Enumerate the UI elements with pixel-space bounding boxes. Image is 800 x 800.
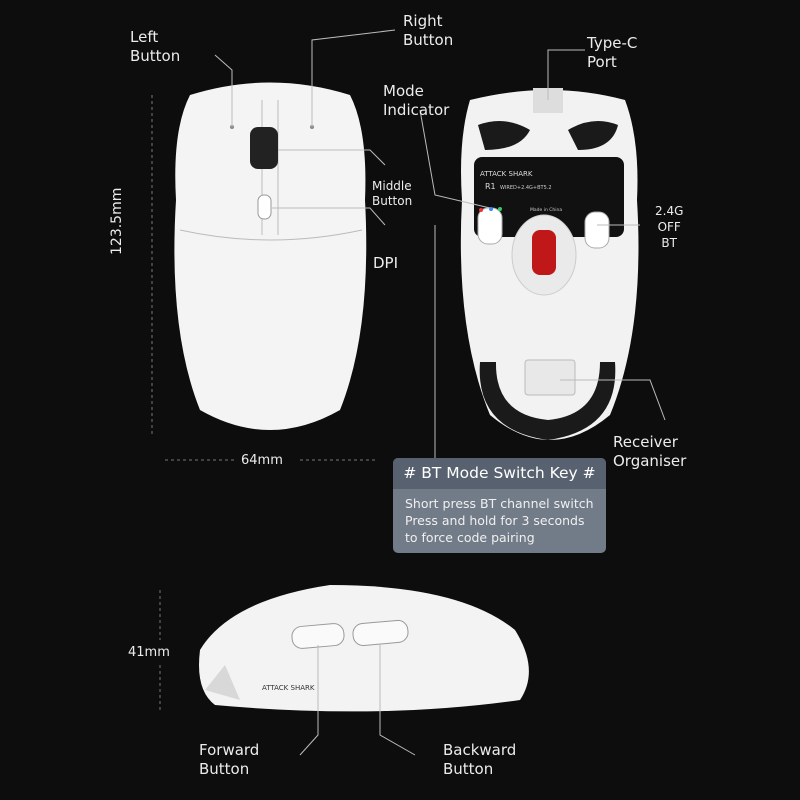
- bt-mode-info-box: # BT Mode Switch Key # Short press BT ch…: [393, 458, 606, 553]
- mouse-side-view: ATTACK SHARK: [199, 585, 529, 712]
- svg-text:ATTACK SHARK: ATTACK SHARK: [262, 684, 315, 692]
- dimension-length: 123.5mm: [109, 187, 125, 255]
- bt-mode-line: Press and hold for 3 seconds: [405, 513, 585, 528]
- label-backward-button: Backward Button: [443, 741, 517, 778]
- mouse-top-view: [174, 82, 367, 430]
- dimension-lines: [151, 95, 375, 712]
- bt-mode-line: Short press BT channel switch: [405, 496, 594, 511]
- label-forward-button: Forward Button: [199, 741, 260, 778]
- label-mode-switch: 2.4G OFF BT: [655, 204, 684, 250]
- bt-mode-title: # BT Mode Switch Key #: [393, 458, 606, 489]
- label-right-button: Right Button: [403, 12, 454, 49]
- dimension-width: 64mm: [241, 453, 283, 468]
- label-receiver-organiser: Receiver Organiser: [613, 433, 687, 470]
- svg-text:WIRED+2.4G+BT5.2: WIRED+2.4G+BT5.2: [500, 185, 552, 191]
- leader-lines: [214, 29, 666, 756]
- dimension-height: 41mm: [128, 645, 170, 660]
- mouse-bottom-view: ATTACK SHARK R1 WIRED+2.4G+BT5.2 Made in…: [460, 88, 639, 440]
- label-mode-indicator: Mode Indicator: [383, 82, 450, 119]
- scroll-wheel: [250, 127, 278, 169]
- label-middle-button: Middle Button: [372, 179, 413, 208]
- bt-mode-line: to force code pairing: [405, 530, 535, 545]
- svg-text:Made in China: Made in China: [530, 207, 562, 213]
- label-dpi: DPI: [373, 254, 399, 272]
- svg-text:R1: R1: [485, 182, 496, 191]
- label-left-button: Left Button: [130, 28, 181, 65]
- label-type-c-port: Type-C Port: [587, 34, 638, 71]
- brand-logo: ATTACK SHARK: [480, 170, 533, 178]
